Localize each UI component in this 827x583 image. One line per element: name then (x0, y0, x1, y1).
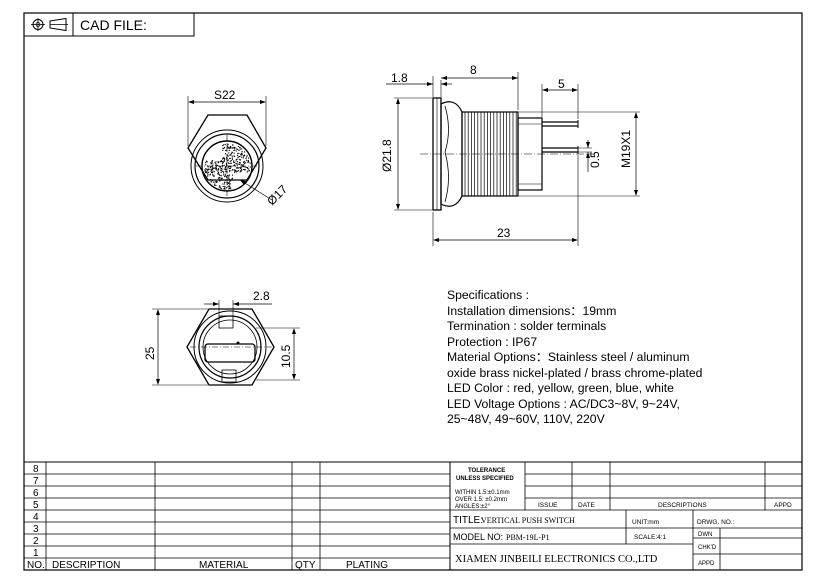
spec-line: Material Options：Stainless steel / alumi… (447, 350, 690, 364)
header-descriptions: DESCRIPTIONS (658, 502, 707, 509)
spec-line: 25~48V, 49~60V, 110V, 220V (447, 412, 605, 426)
chkd-label: CHK'D (698, 545, 717, 551)
dim-23: 23 (497, 226, 511, 240)
dim-25: 25 (143, 346, 157, 360)
row-number: 1 (33, 548, 39, 559)
scale-label: SCALE:4:1 (634, 534, 667, 541)
header-qty: QTY (295, 560, 316, 571)
dwn-label: DWN (698, 532, 712, 538)
side-view (386, 72, 640, 246)
unit-label: UNIT:mm (632, 519, 659, 526)
tolerance-angles: ANGLES:±2° (455, 504, 491, 510)
spec-title: Specifications : (447, 288, 529, 302)
dim-10-5: 10.5 (279, 344, 293, 368)
dim-8: 8 (470, 63, 477, 77)
bom-headers: NO. DESCRIPTION MATERIAL QTY PLATING (27, 560, 388, 571)
row-number: 8 (33, 464, 39, 475)
rear-view (152, 300, 300, 386)
title-label: TITLE: (453, 515, 483, 526)
title-block-grid (24, 461, 802, 570)
row-number: 6 (33, 488, 39, 499)
row-number: 7 (33, 476, 39, 487)
drwg-no-label: DRWG. NO.: (697, 519, 735, 526)
header-description: DESCRIPTION (52, 560, 120, 571)
hex-size-label: S22 (214, 88, 236, 102)
dim-m19x1: M19X1 (619, 130, 633, 168)
header-issue: ISSUE (538, 502, 558, 509)
spec-line: Installation dimensions：19mm (447, 304, 617, 318)
row-number: 2 (33, 536, 39, 547)
model-label: MODEL NO: (453, 532, 503, 542)
dim-0-5: 0.5 (588, 151, 602, 168)
tolerance-subtitle: UNLESS SPECIFIED (456, 476, 514, 482)
tolerance-over: OVER 1.5: ±0.2mm (455, 497, 507, 503)
dim-1-8: 1.8 (391, 71, 408, 85)
cad-file-header: CAD FILE: (23, 12, 195, 37)
diameter-label: Ø17 (264, 182, 290, 208)
header-no: NO. (27, 560, 45, 571)
header-date: DATE (578, 502, 596, 509)
led-lens (204, 143, 251, 190)
dim-5: 5 (558, 77, 565, 91)
header-material: MATERIAL (199, 560, 249, 571)
front-view (187, 96, 273, 203)
appd-label: APPD (698, 561, 715, 567)
spec-line: LED Color : red, yellow, green, blue, wh… (447, 381, 674, 395)
spec-line: LED Voltage Options : AC/DC3~8V, 9~24V, (447, 397, 680, 411)
spec-line: oxide brass nickel-plated / brass chrome… (447, 366, 703, 380)
dim-2-8: 2.8 (253, 289, 270, 303)
row-number: 5 (33, 500, 39, 511)
header-plating: PLATING (346, 560, 388, 571)
company-name: XIAMEN JINBEILI ELECTRONICS CO.,LTD (455, 554, 658, 565)
tolerance-within: WITHIN 1.5:±0.1mm (455, 490, 510, 496)
cad-file-label: CAD FILE: (80, 17, 147, 33)
model-value: PBM-19L-P1 (506, 533, 550, 542)
row-number: 3 (33, 524, 39, 535)
title-value: VERTICAL PUSH SWITCH (481, 516, 575, 525)
sheet-border (23, 12, 803, 571)
spec-line: Termination : solder terminals (447, 319, 607, 333)
tolerance-title: TOLERANCE (468, 468, 505, 474)
projection-symbol-icon (31, 17, 68, 32)
header-appd: APPD (774, 502, 792, 509)
spec-line: Protection : IP67 (447, 335, 538, 349)
tolerance-block: TOLERANCE UNLESS SPECIFIED WITHIN 1.5:±0… (455, 468, 514, 510)
dim-dia-21-8: Ø21.8 (380, 139, 394, 172)
revision-headers: ISSUE DATE DESCRIPTIONS APPD (538, 502, 792, 509)
row-numbers: 8 7 6 5 4 3 2 1 (33, 464, 39, 559)
row-number: 4 (33, 512, 39, 523)
